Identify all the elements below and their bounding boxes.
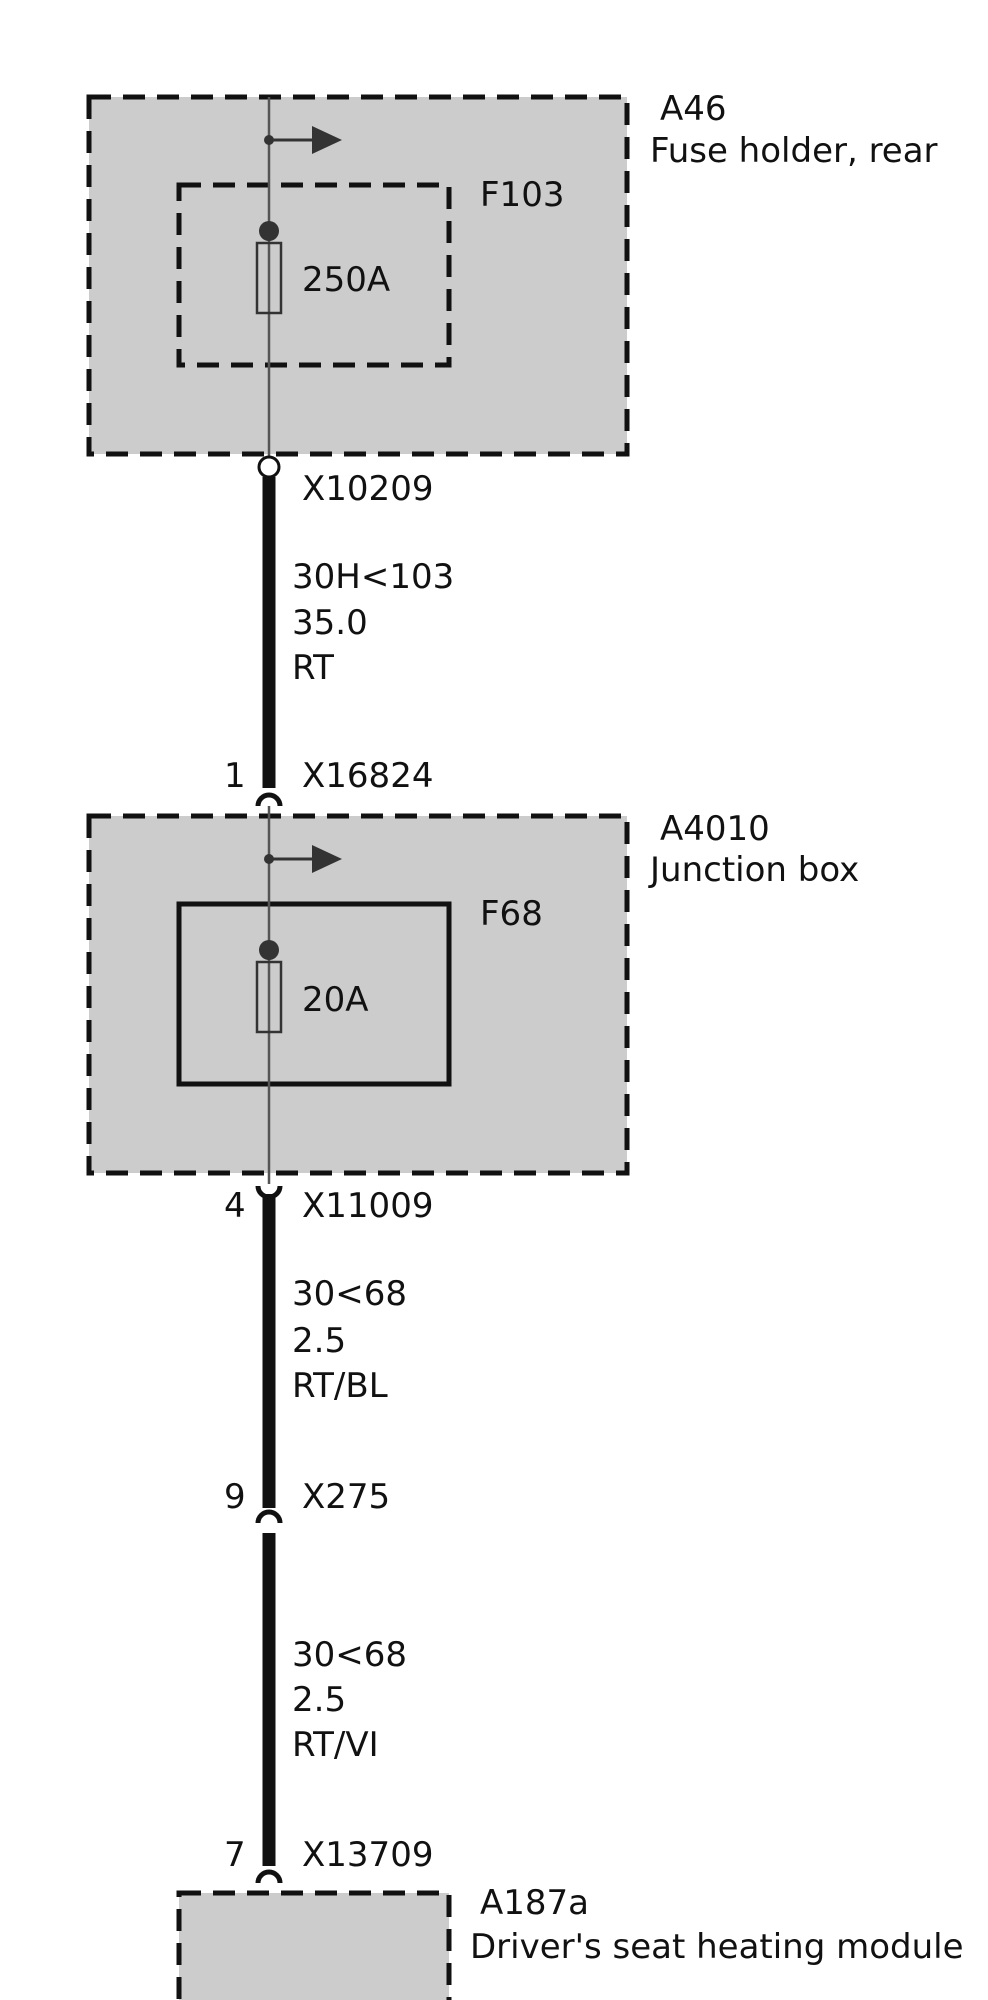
wire-1-gauge: 35.0 [292,603,368,643]
connector-x11009-id: X11009 [302,1186,433,1226]
junction-box-id: A4010 [660,809,770,849]
connector-x13709-pin: 7 [224,1835,246,1875]
connector-x10209-icon[interactable] [257,455,281,479]
wire-3-gauge: 2.5 [292,1680,346,1720]
fuse-f103-rating: 250A [302,260,390,300]
connector-x11009-pin: 4 [224,1186,246,1226]
connector-x275-pin: 9 [224,1477,246,1517]
fuse-f68-symbol[interactable] [255,960,283,1034]
connector-x13709-icon[interactable] [255,1869,283,1884]
fuse-f103-terminal-dot [259,221,279,241]
fuse-holder-rear-id: A46 [660,89,727,129]
fuse-f103-id: F103 [480,175,564,215]
fuse-holder-rear-name: Fuse holder, rear [650,131,938,171]
fuse-f103-box[interactable] [176,182,452,368]
seat-heating-module-box[interactable] [176,1890,452,2000]
fuse-f68-terminal-dot [259,940,279,960]
connector-x16824-pin: 1 [224,756,246,796]
wire-1-circuit: 30H<103 [292,557,454,597]
wire-2-circuit: 30<68 [292,1274,407,1314]
wire-3-color: RT/VI [292,1725,379,1765]
connector-x13709-id: X13709 [302,1835,433,1875]
connector-x16824-icon[interactable] [255,792,283,807]
seat-heating-module-id: A187a [480,1883,589,1923]
wire-3-circuit: 30<68 [292,1635,407,1675]
wire-2-gauge: 2.5 [292,1321,346,1361]
junction-box-name: Junction box [648,850,859,890]
fuse-f103-symbol[interactable] [255,241,283,315]
wire-1-color: RT [292,648,334,688]
connector-x275-id: X275 [302,1477,390,1517]
fuse-f68-box[interactable] [176,901,452,1087]
continuation-arrow-icon [312,845,342,873]
fuse-f68-rating: 20A [302,980,369,1020]
wire-2-color: RT/BL [292,1366,388,1406]
connector-x275-icon[interactable] [255,1509,283,1524]
seat-heating-module-name: Driver's seat heating module [470,1927,964,1967]
continuation-arrow-icon [312,126,342,154]
connector-x10209-id: X10209 [302,469,433,509]
connector-x16824-id: X16824 [302,756,433,796]
fuse-f68-id: F68 [480,894,543,934]
fuse-holder-rear-box[interactable] [86,94,630,457]
